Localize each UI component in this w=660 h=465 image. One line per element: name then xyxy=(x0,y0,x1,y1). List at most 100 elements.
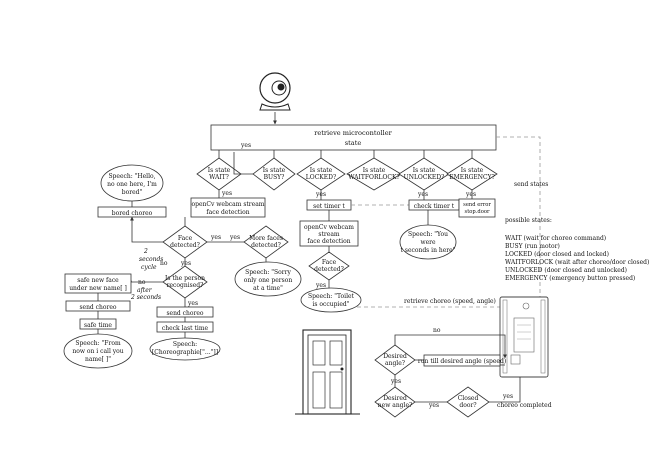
diagram-label: yes xyxy=(428,402,439,409)
diagram-label: yes xyxy=(390,378,401,385)
speech-bored-bubble: Speech: "Hello, no one here, I'm bored" xyxy=(100,164,164,202)
diagram-label: new angle? xyxy=(378,402,412,409)
diagram-label: EMERGENCY? xyxy=(449,174,495,181)
diagram-label: no one here, I'm xyxy=(107,181,157,188)
diagram-label: possible states: xyxy=(505,217,552,224)
diagram-label: run till desired angle (speed) xyxy=(418,358,506,365)
diagram-label: Speech: "You xyxy=(408,231,448,238)
diagram-label: Speech: xyxy=(173,341,197,348)
diagram-label: Is state xyxy=(310,167,333,174)
diagram-label: check last time xyxy=(162,325,209,332)
diagram-label: Desired xyxy=(383,395,407,402)
diagram-label: detected? xyxy=(170,242,200,249)
diagram-label: BUSY (run motor) xyxy=(505,243,560,250)
speech-timer-bubble: Speech: "You were t seconds in here" xyxy=(399,224,457,260)
retrieve-choreo-label: retrieve choreo (speed, angle) xyxy=(404,298,496,305)
diagram-label: UNLOCKED? xyxy=(404,174,445,181)
diagram-label: yes xyxy=(187,300,198,307)
diagram-label: face detection xyxy=(206,209,249,216)
diagram-label: angle? xyxy=(385,360,405,367)
diagram-label: safe time xyxy=(84,322,112,329)
diagram-label: yes xyxy=(229,234,240,241)
diagram-label: openCv webcam stream xyxy=(192,201,265,208)
run-till-angle-box: run till desired angle (speed) xyxy=(418,354,506,367)
diagram-label: at a time" xyxy=(253,285,283,292)
diagram-label: Is state xyxy=(263,167,286,174)
diagram-label: UNLOCKED (door closed and unlocked) xyxy=(505,267,627,274)
diagram-label: send choreo xyxy=(79,304,116,311)
send-choreo-left-box: send choreo xyxy=(65,300,131,312)
diagram-label: bored" xyxy=(122,189,143,196)
diagram-label: set timer t xyxy=(313,203,345,210)
diagram-label: Desired xyxy=(383,353,407,360)
diagram-label: Face xyxy=(322,259,337,266)
choreo-completed-label: choreo completed xyxy=(497,402,552,409)
diagram-label: no xyxy=(160,260,168,267)
decision-person-recognised: Is the person recognised? xyxy=(162,265,208,299)
speech-choreo-bubble: Speech: [Choreographie["..."]] xyxy=(149,337,221,361)
decision-new-angle: Desired new angle? xyxy=(374,386,416,418)
diagram-label: were xyxy=(420,239,436,246)
retrieve-state-line1: retrieve microcontoller xyxy=(314,129,392,137)
diagram-label: WAIT? xyxy=(209,174,229,181)
diagram-label: 2 seconds xyxy=(130,294,161,301)
speech-name-bubble: Speech: "From now on i call you name[ ]" xyxy=(63,333,133,369)
diagram-label: yes xyxy=(315,282,326,289)
retrieve-state-line2: state xyxy=(345,139,362,147)
check-last-time-box: check last time xyxy=(156,321,214,333)
diagram-label: send choreo xyxy=(166,310,203,317)
decision-state-locked: Is state LOCKED? xyxy=(296,157,346,191)
possible-states-legend: possible states: WAIT (wait for choreo c… xyxy=(505,217,649,282)
diagram-label: check timer t xyxy=(414,203,455,210)
send-error-box: send error stop.door xyxy=(458,198,496,218)
diagram-label: after xyxy=(137,287,153,294)
diagram-label: no xyxy=(433,327,441,334)
diagram-label: yes xyxy=(210,234,221,241)
diagram-label: seconds xyxy=(139,256,163,263)
diagram-label: send error xyxy=(463,202,491,208)
diagram-label: cycle xyxy=(141,264,157,271)
decision-more-faces: More faces detected? xyxy=(243,225,289,259)
diagram-label: WAIT (wait for choreo command) xyxy=(505,235,606,242)
bored-choreo-box: bored choreo xyxy=(97,206,167,218)
decision-state-waitforlock: Is state WAITFORLOCK? xyxy=(346,157,402,191)
safe-new-face-box: safe new face under new name[ ] xyxy=(64,273,132,294)
decision-closed-door: Closed door? xyxy=(446,386,490,418)
diagram-label: Is the person xyxy=(165,275,205,282)
diagram-label: t seconds in here" xyxy=(401,247,456,254)
check-timer-box: check timer t xyxy=(408,199,460,211)
diagram-label: stream xyxy=(318,231,339,238)
decision-face-detected: Face detected? xyxy=(162,225,208,259)
diagram-label: openCv webcam xyxy=(304,224,354,231)
send-choreo-mid-box: send choreo xyxy=(156,306,214,318)
send-states-label: send states xyxy=(514,181,548,188)
diagram-label: Is state xyxy=(461,167,484,174)
decision-desired-angle: Desired angle? xyxy=(374,344,416,376)
diagram-label: only one person xyxy=(244,277,293,284)
diagram-label: Speech: "From xyxy=(75,340,121,347)
safe-time-box: safe time xyxy=(79,318,117,330)
retrieve-state-box: retrieve microcontoller state xyxy=(210,124,497,151)
diagram-label: WAITFORLOCK? xyxy=(348,174,399,181)
diagram-label: LOCKED (door closed and locked) xyxy=(505,251,609,258)
diagram-label: no xyxy=(138,279,146,286)
diagram-label: Face xyxy=(178,235,193,242)
diagram-label: recognised? xyxy=(167,282,204,289)
decision-state-unlocked: Is state UNLOCKED? xyxy=(398,157,450,191)
diagram-label: Speech: "Hello, xyxy=(108,173,155,180)
diagram-label: Is state xyxy=(363,167,386,174)
arduino-board-icon xyxy=(499,296,549,378)
door-icon xyxy=(295,329,360,415)
speech-toilet-bubble: Speech: "Toilet is occupied" xyxy=(300,287,362,313)
diagram-label: is occupied" xyxy=(312,301,349,308)
diagram-label: Speech: "Toilet xyxy=(308,293,355,300)
diagram-label: 2 xyxy=(143,248,148,255)
diagram-label: detected? xyxy=(314,266,344,273)
diagram-label: stop.door xyxy=(465,209,490,215)
diagram-label: EMERGENCY (emergency button pressed) xyxy=(505,275,635,282)
diagram-label: [Choreographie["..."]] xyxy=(152,349,218,356)
decision-locked-face: Face detected? xyxy=(308,251,350,281)
diagram-label: bored choreo xyxy=(112,210,153,217)
diagram-label: Is state xyxy=(413,167,436,174)
